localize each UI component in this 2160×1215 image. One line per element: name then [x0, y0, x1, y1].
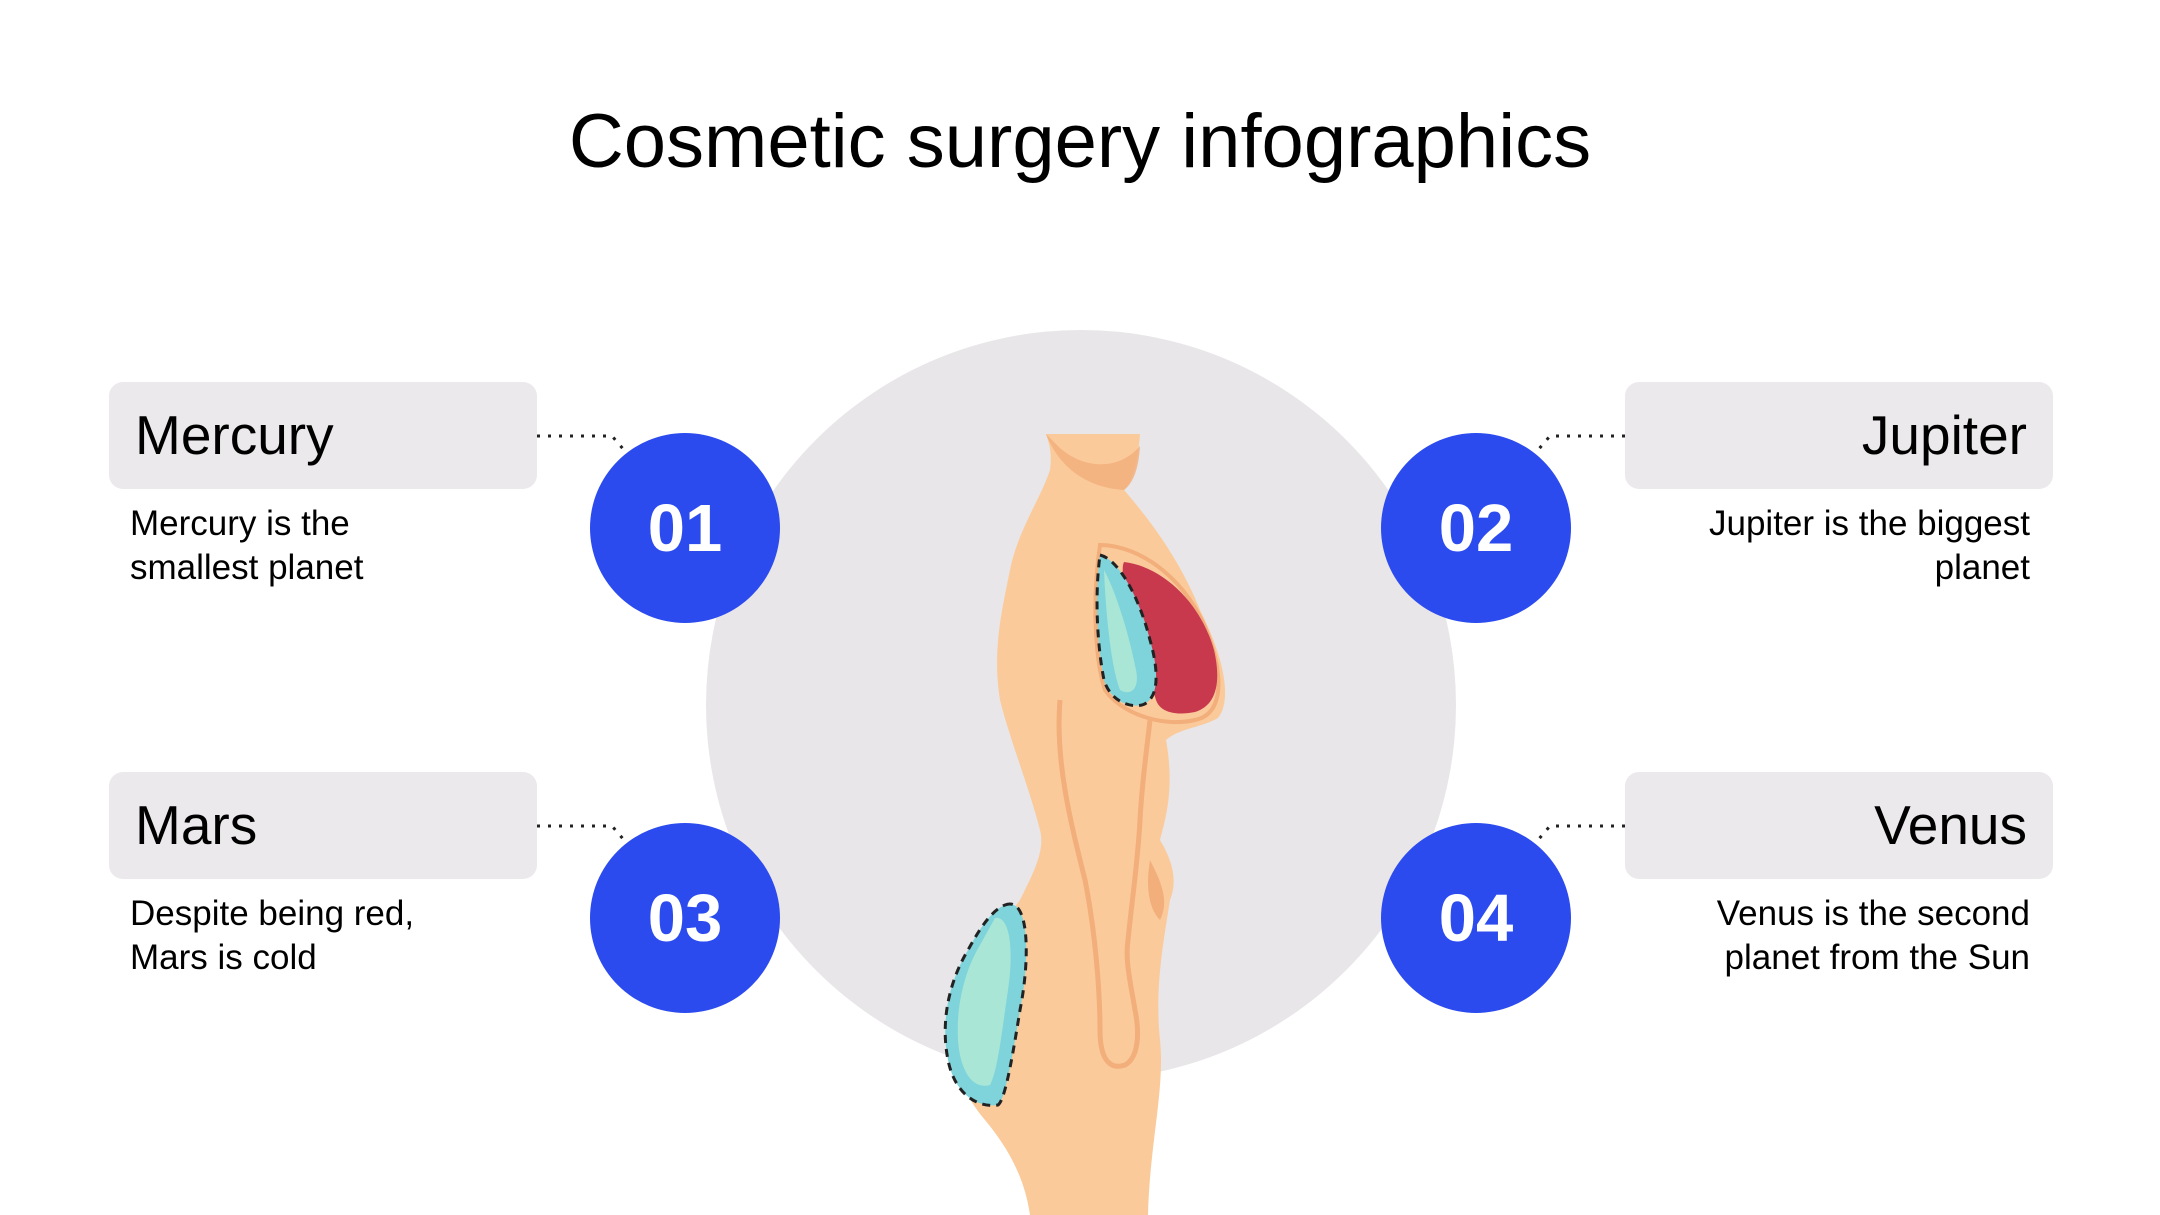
description-line: planet from the Sun	[1724, 938, 2030, 977]
number-badge-02: 02	[1381, 433, 1571, 623]
page-title: Cosmetic surgery infographics	[568, 99, 1592, 184]
card-title: Mercury	[135, 404, 334, 466]
connector-03	[537, 824, 626, 841]
buttock-implant-highlight	[957, 917, 1011, 1086]
connector-04	[1536, 824, 1625, 841]
card-title: Mars	[135, 794, 258, 856]
card-title: Jupiter	[1861, 404, 2027, 466]
number-badge-03: 03	[590, 823, 780, 1013]
card-mars: Mars	[109, 772, 537, 879]
chest-implant-highlight	[1104, 570, 1137, 693]
card-venus: Venus	[1625, 772, 2053, 879]
card-jupiter: Jupiter	[1625, 382, 2053, 489]
description-line: Jupiter is the biggest	[1708, 504, 2030, 543]
description-line: Despite being red,	[130, 894, 415, 933]
description-line: smallest planet	[130, 548, 364, 587]
waist-shadow	[1148, 860, 1165, 920]
description-mars: Despite being red, Mars is cold	[130, 892, 490, 980]
connector-02	[1536, 434, 1625, 451]
description-line: Venus is the second	[1716, 894, 2030, 933]
description-line: Mercury is the	[130, 504, 350, 543]
card-mercury: Mercury	[109, 382, 537, 489]
card-title: Venus	[1874, 794, 2027, 856]
description-line: Mars is cold	[130, 938, 317, 977]
description-venus: Venus is the second planet from the Sun	[1670, 892, 2030, 980]
description-line: planet	[1934, 548, 2030, 587]
muscle-shape	[1122, 562, 1218, 714]
number-badge-01: 01	[590, 433, 780, 623]
number-badge-04: 04	[1381, 823, 1571, 1013]
arm-outline	[1056, 699, 1153, 1069]
connector-01	[537, 434, 626, 451]
description-mercury: Mercury is the smallest planet	[130, 502, 490, 590]
description-jupiter: Jupiter is the biggest planet	[1670, 502, 2030, 590]
neck-shadow	[1046, 434, 1140, 490]
